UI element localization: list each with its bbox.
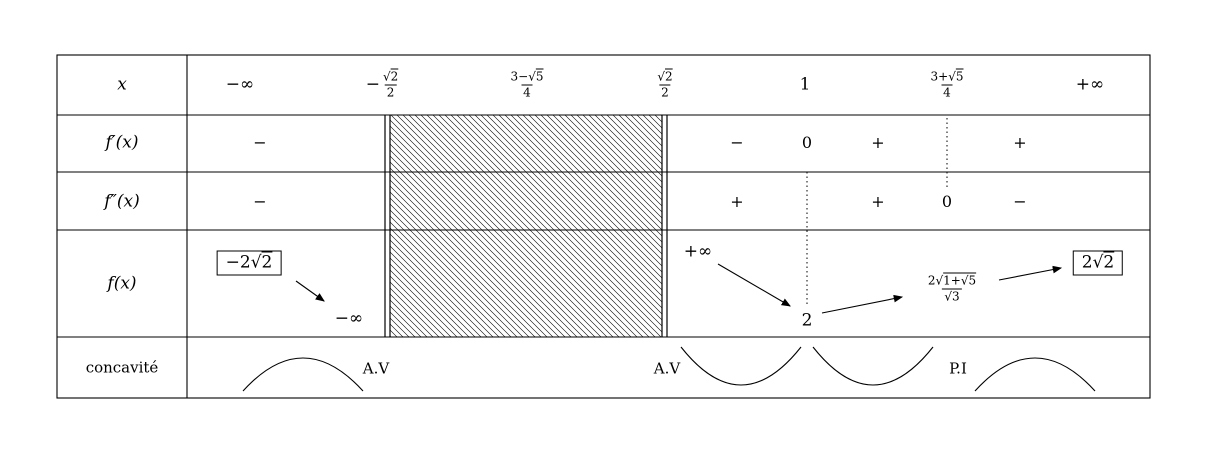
x-value-one: 1 — [799, 74, 811, 95]
inflection-point-label: P.I — [949, 359, 967, 378]
fsecond-zero: 0 — [941, 192, 953, 211]
fraction: 2√1+√5√3 — [926, 274, 978, 305]
denominator: 2 — [659, 84, 671, 101]
concave-down-arc-left — [242, 357, 364, 392]
arrow-increasing-to-max — [998, 265, 1063, 281]
x-value-plus-infinity: +∞ — [1075, 74, 1105, 95]
denominator-text: √ — [944, 289, 953, 304]
radicand: 5 — [535, 69, 544, 84]
f-minimum-value: 2 — [801, 310, 813, 331]
numerator-text: √ — [657, 69, 666, 84]
denominator: 4 — [941, 84, 953, 101]
table-outer-border — [56, 54, 1151, 399]
denominator-text: 2 — [386, 85, 395, 100]
denominator-radicand: 3 — [952, 289, 960, 304]
denominator: 4 — [521, 84, 533, 101]
variation-arrows — [295, 263, 1063, 314]
radicand: 5 — [955, 69, 964, 84]
fsecond-sign-1: − — [253, 192, 267, 211]
row-label-fsecond: f″(x) — [104, 191, 140, 212]
fprime-sign-3: + — [871, 133, 885, 152]
f-right-limit-plus-infinity: +∞ — [683, 241, 713, 262]
numerator: 2√1+√5 — [926, 274, 978, 289]
fsecond-sign-4: − — [1013, 192, 1027, 211]
fprime-sign-1: − — [253, 133, 267, 152]
f-intermediate-value: 2√1+√5√3 — [926, 274, 978, 305]
row-label-f: f(x) — [107, 273, 137, 294]
vertical-asymptote-label-left: A.V — [362, 359, 390, 378]
radicand: 2 — [1103, 252, 1115, 273]
radicand: 1+√5 — [943, 273, 977, 288]
numerator: √2 — [655, 70, 674, 85]
numerator-text: 3+√ — [930, 69, 956, 84]
numerator: √2 — [381, 70, 400, 85]
numerator: 3−√5 — [509, 70, 546, 85]
hatched-region — [390, 115, 662, 337]
fprime-zero: 0 — [801, 133, 813, 152]
denominator: √3 — [942, 288, 962, 305]
radicand: 2 — [261, 252, 273, 273]
numerator-text: 3−√ — [510, 69, 536, 84]
fsecond-sign-2: + — [730, 192, 744, 211]
numerator: 3+√5 — [929, 70, 966, 85]
row-label-fprime: f′(x) — [105, 132, 139, 153]
boxed-value: 2√2 — [1072, 250, 1124, 276]
f-right-maximum-boxed: 2√2 — [1072, 250, 1124, 276]
value-text: 2√ — [1081, 252, 1104, 273]
numerator-text: √ — [382, 69, 391, 84]
f-left-limit-minus-infinity: −∞ — [334, 308, 364, 329]
fraction-prefix: − — [365, 74, 380, 95]
table-grid — [56, 54, 1151, 399]
numerator-text: 2√ — [927, 273, 944, 288]
concave-up-arc-2 — [812, 346, 934, 386]
arrow-increasing-to-mid — [821, 294, 904, 314]
arrow-decreasing-right — [717, 263, 791, 307]
concavity-arcs — [242, 346, 1096, 392]
concave-down-arc-right — [974, 357, 1096, 392]
denominator-text: 2 — [661, 85, 669, 100]
x-value-minus-infinity: −∞ — [225, 74, 255, 95]
dotted-guides — [806, 118, 948, 306]
boxed-value: −2√2 — [216, 250, 282, 276]
concave-up-arc-1 — [680, 346, 802, 386]
radicand: 2 — [665, 69, 673, 84]
f-left-maximum-boxed: −2√2 — [216, 250, 282, 276]
arrow-decreasing-left — [295, 280, 325, 302]
row-label-x: x — [117, 74, 127, 95]
denominator-text: 4 — [943, 85, 951, 100]
row-label-concavity: concavité — [85, 358, 159, 377]
fprime-sign-4: + — [1013, 133, 1027, 152]
fsecond-sign-3: + — [871, 192, 885, 211]
value-text: −2√ — [225, 252, 262, 273]
fprime-sign-2: − — [730, 133, 744, 152]
vertical-asymptote-label-right: A.V — [653, 359, 681, 378]
denominator-text: 4 — [523, 85, 531, 100]
denominator: 2 — [384, 84, 397, 101]
forbidden-zone — [384, 115, 668, 337]
radicand: 2 — [390, 69, 399, 84]
